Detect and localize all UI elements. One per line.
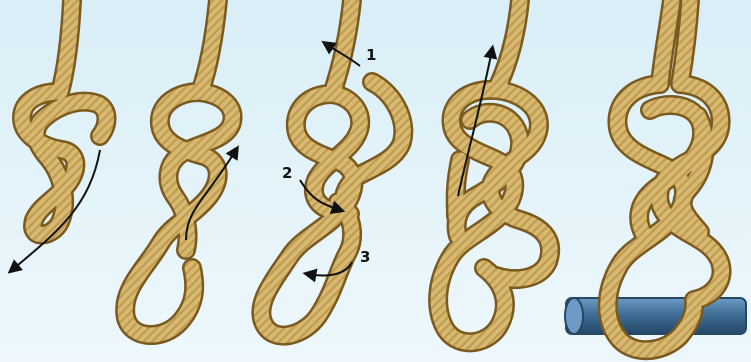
step-number-3: 3 (360, 248, 370, 266)
bar-rail (566, 298, 746, 334)
bar-end (565, 298, 583, 334)
step-number-1: 1 (366, 46, 376, 64)
step-number-2: 2 (282, 164, 292, 182)
